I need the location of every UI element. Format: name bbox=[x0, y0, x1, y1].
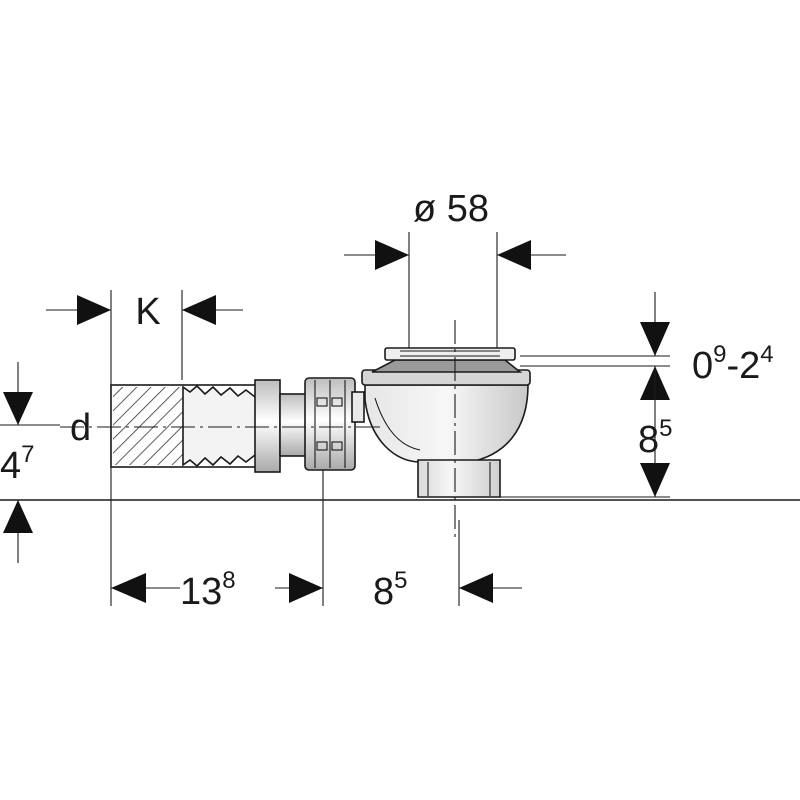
arrow-diameter-left bbox=[375, 240, 409, 270]
arrow-length-right bbox=[289, 573, 323, 603]
height-right-label: 85 bbox=[638, 415, 673, 461]
grate-range-label: 09-24 bbox=[692, 341, 774, 387]
outlet-pipe bbox=[110, 379, 311, 473]
dimension-k: K bbox=[46, 291, 243, 333]
dimension-grate-range: 09-24 bbox=[640, 292, 774, 400]
height-left-label: 47 bbox=[0, 441, 35, 487]
corrugated-sleeve bbox=[182, 384, 262, 468]
drain-body bbox=[364, 384, 529, 498]
offset-label: 85 bbox=[373, 567, 408, 613]
length-label: 138 bbox=[180, 567, 236, 613]
arrow-height-right-bottom bbox=[640, 463, 670, 497]
dimension-offset: 85 bbox=[373, 567, 522, 613]
coupling-nut bbox=[304, 377, 365, 471]
dimension-height-right: 85 bbox=[638, 366, 673, 497]
arrow-grate-top bbox=[640, 322, 670, 356]
arrow-length-left bbox=[111, 573, 146, 603]
arrow-diameter-right bbox=[497, 240, 531, 270]
arrow-k-right bbox=[182, 295, 216, 325]
hatched-pipe-end bbox=[113, 387, 183, 465]
dimension-height-left: 47 bbox=[0, 362, 35, 563]
arrow-height-left-bottom bbox=[3, 500, 33, 533]
diameter-label: ø 58 bbox=[413, 188, 489, 230]
dimension-diameter: ø 58 bbox=[344, 188, 566, 270]
arrow-height-left-top bbox=[3, 392, 33, 425]
arrow-k-left bbox=[77, 295, 111, 325]
k-label: K bbox=[135, 291, 160, 333]
d-label: d bbox=[70, 407, 91, 449]
dimension-length: 138 bbox=[111, 567, 323, 613]
drain-flange-grate bbox=[361, 347, 531, 386]
arrow-offset-right bbox=[459, 573, 493, 603]
